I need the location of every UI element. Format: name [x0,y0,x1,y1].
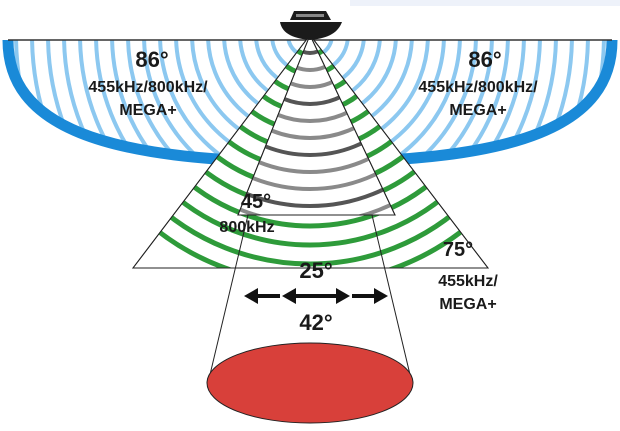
left-side-freq-line1: 455kHz/800kHz/ [88,79,208,96]
sonar-inner-angle: 25° [299,258,332,283]
narrow-beam-ring [238,35,395,123]
wide-beam-freq-line1: 455kHz/ [438,273,498,290]
right-side-angle: 86° [468,47,501,72]
wide-beam-angle: 75° [443,239,473,261]
cone-right-edge [371,214,413,384]
narrow-beam-ring [256,35,364,89]
narrow-beam-freq: 800kHz [219,219,274,236]
wide-beam-ring [133,35,488,248]
sonar-footprint [206,342,414,424]
narrow-beam-ring [238,35,395,157]
narrow-beam-ring [238,35,395,191]
sonar-outer-angle: 42° [299,310,332,335]
background-panel [350,0,620,6]
wide-beam-freq-line2: MEGA+ [439,296,496,313]
narrow-beam-angle: 45° [241,191,271,213]
narrow-down-beam [237,33,396,216]
wide-beam-ring [133,35,488,229]
outer-arrow-right-head [374,288,388,304]
beam-width-arrows [244,288,388,304]
wide-beam-ring [133,35,488,267]
cone-left-edge [207,214,249,384]
left-side-freq-line2: MEGA+ [119,102,176,119]
narrow-beam-arcs [238,35,395,215]
right-side-freq-line1: 455kHz/800kHz/ [418,79,538,96]
narrow-beam-ring [273,35,347,72]
boat-icon [280,11,342,40]
left-side-angle: 86° [135,47,168,72]
narrow-beam-ring [238,35,395,174]
narrow-beam-ring [239,35,381,106]
narrow-beam-ring [238,35,395,140]
sonar-cone [206,214,414,424]
narrow-beam-ring [238,35,395,208]
inner-arrow-left-head [282,288,296,304]
inner-arrow-right-head [336,288,350,304]
right-side-freq-line2: MEGA+ [449,102,506,119]
narrow-beam-ring [290,35,330,55]
outer-arrow-left-head [244,288,258,304]
